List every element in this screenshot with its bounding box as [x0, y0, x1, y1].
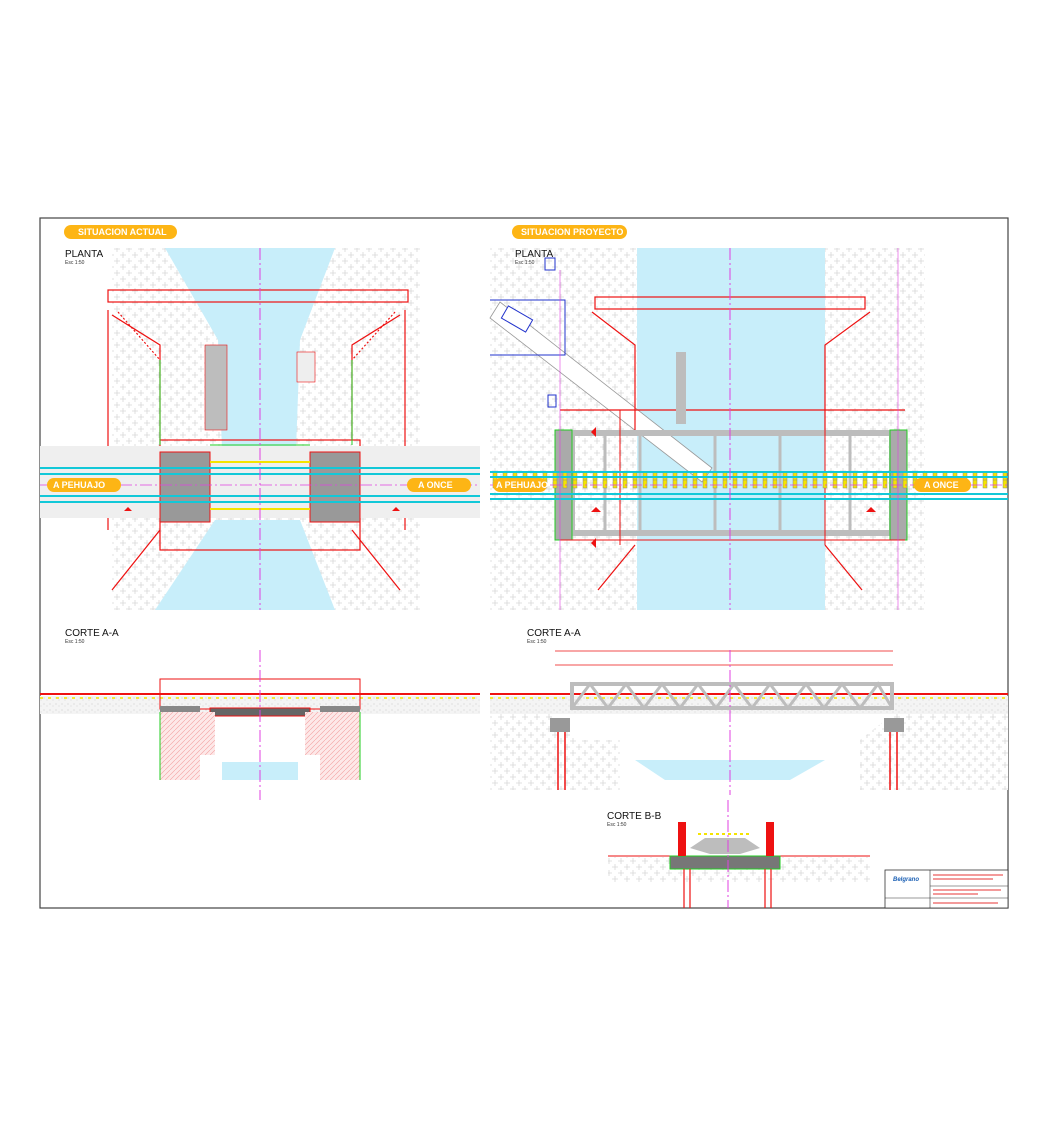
- company-logo: Belgrano: [893, 877, 919, 883]
- badge-label: SITUACION PROYECTO: [521, 227, 623, 237]
- badge-label: SITUACION ACTUAL: [78, 227, 167, 237]
- badge-situacion-proyecto: [512, 225, 627, 239]
- left-panel: SITUACION ACTUAL PLANTA Esc 1:50: [40, 225, 480, 800]
- direction-pehuajo-label: A PEHUAJO: [53, 480, 105, 490]
- river: [165, 248, 335, 450]
- plan-scale: Esc 1:50: [515, 260, 535, 266]
- badge-situacion-actual: [64, 225, 177, 239]
- direction-pehuajo: [493, 478, 547, 492]
- slab: [669, 855, 781, 870]
- direction-once-label: A ONCE: [924, 480, 959, 490]
- plan-title: PLANTA: [515, 249, 553, 260]
- direction-once-label: A ONCE: [418, 480, 453, 490]
- direction-pehuajo-label: A PEHUAJO: [496, 480, 548, 490]
- section-scale: Esc 1:50: [527, 639, 547, 645]
- right-panel: SITUACION PROYECTO: [489, 225, 1008, 908]
- river: [637, 248, 825, 610]
- direction-pehuajo: [47, 478, 121, 492]
- river-downstream: [155, 520, 335, 610]
- section-scale: Esc 1:50: [65, 639, 85, 645]
- title-block: Belgrano: [884, 869, 1009, 909]
- plan-scale: Esc 1:50: [65, 260, 85, 266]
- section-b-scale: Esc 1:50: [607, 822, 627, 828]
- section-title: CORTE A-A: [527, 628, 581, 639]
- plan-title: PLANTA: [65, 249, 103, 260]
- direction-once: [914, 478, 971, 492]
- section-title: CORTE A-A: [65, 628, 119, 639]
- truss-elevation: [570, 682, 894, 710]
- direction-once: [407, 478, 471, 492]
- section-b-title: CORTE B-B: [607, 811, 662, 822]
